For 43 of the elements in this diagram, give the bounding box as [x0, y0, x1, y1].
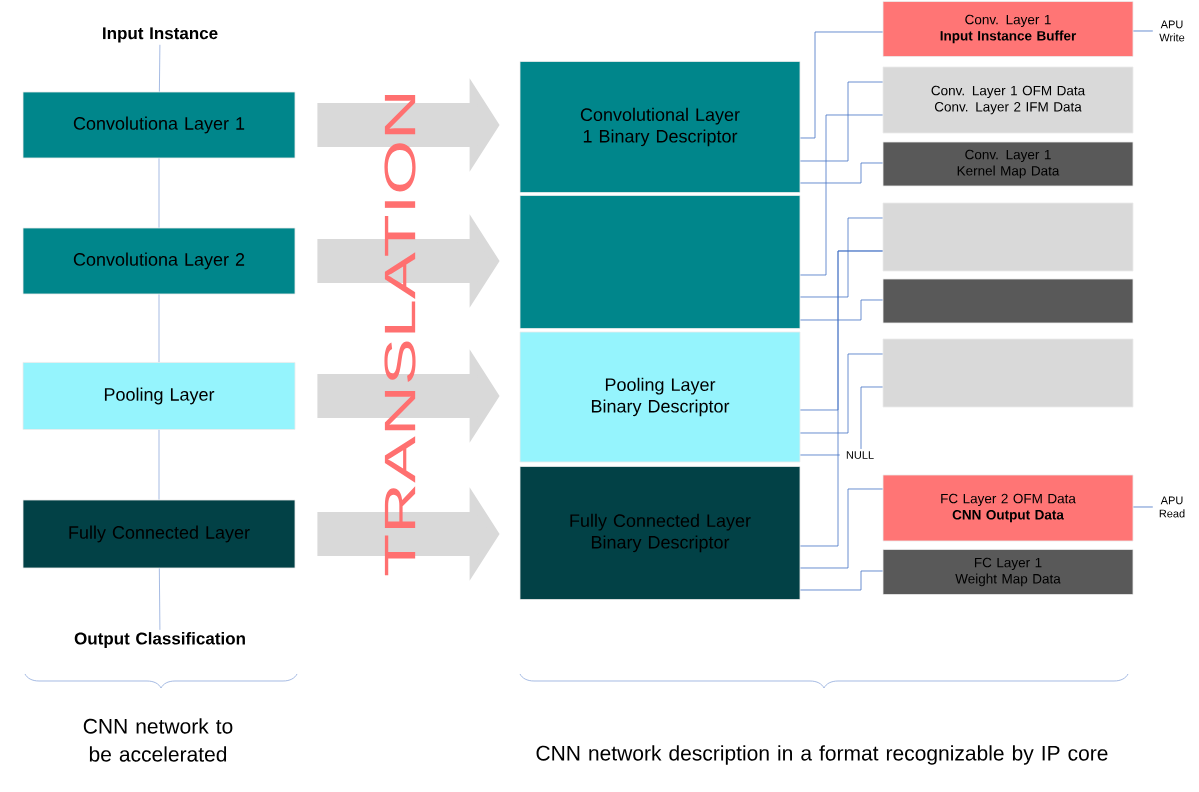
connector-line [800, 454, 841, 456]
connector-line [800, 570, 883, 591]
descriptor-box: Convolutional Layer 1 Binary Descriptor [519, 61, 801, 193]
empty-box [519, 195, 801, 329]
connector-line [800, 217, 883, 298]
connector-line [800, 353, 883, 434]
heading-text: Output Classification [74, 632, 245, 648]
buffer-box: Conv. Layer 1 Input Instance Buffer [882, 1, 1134, 57]
connector-line [800, 162, 883, 184]
heading-text: Input Instance [103, 27, 218, 43]
vertical-title: TRANSLATION [384, 94, 416, 576]
connector-line [800, 31, 883, 139]
connector-line [159, 44, 161, 92]
buffer-box: Conv. Layer 1 Kernel Map Data [882, 141, 1134, 187]
connector-line [1133, 506, 1154, 508]
connector-line [158, 429, 160, 500]
connector-line [158, 158, 160, 228]
connector-line [800, 81, 883, 162]
caption-text: CNN network to be accelerated [83, 718, 233, 762]
buffer-box: Conv. Layer 1 OFM Data Conv. Layer 2 IFM Data [882, 66, 1134, 134]
connector-line [158, 294, 160, 363]
layer-box: Fully Connected Layer [22, 499, 296, 569]
empty-box [882, 338, 1134, 408]
layer-box: Pooling Layer [22, 362, 296, 430]
null-label: NULL [846, 451, 874, 459]
connector-line [800, 299, 883, 321]
buffer-box: FC Layer 2 OFM Data CNN Output Data [882, 474, 1134, 542]
connector-line [800, 250, 883, 547]
layer-box: Convolutiona Layer 1 [22, 91, 296, 159]
buffer-box: FC Layer 1 Weight Map Data [882, 549, 1134, 595]
empty-box [882, 278, 1134, 324]
connector-line [1133, 30, 1154, 32]
connector-line [158, 568, 161, 631]
port-label: APU Read [1159, 496, 1185, 518]
port-label: APU Write [1159, 20, 1185, 42]
connector-line [800, 488, 883, 569]
caption-text: CNN network description in a format recognizable by IP core [536, 745, 1108, 765]
empty-box [882, 202, 1134, 272]
descriptor-box: Pooling Layer Binary Descriptor [519, 331, 801, 463]
connector-line [860, 386, 883, 450]
layer-box: Convolutiona Layer 2 [22, 227, 296, 295]
descriptor-box: Fully Connected Layer Binary Descriptor [519, 466, 801, 600]
connector-line [800, 114, 883, 276]
